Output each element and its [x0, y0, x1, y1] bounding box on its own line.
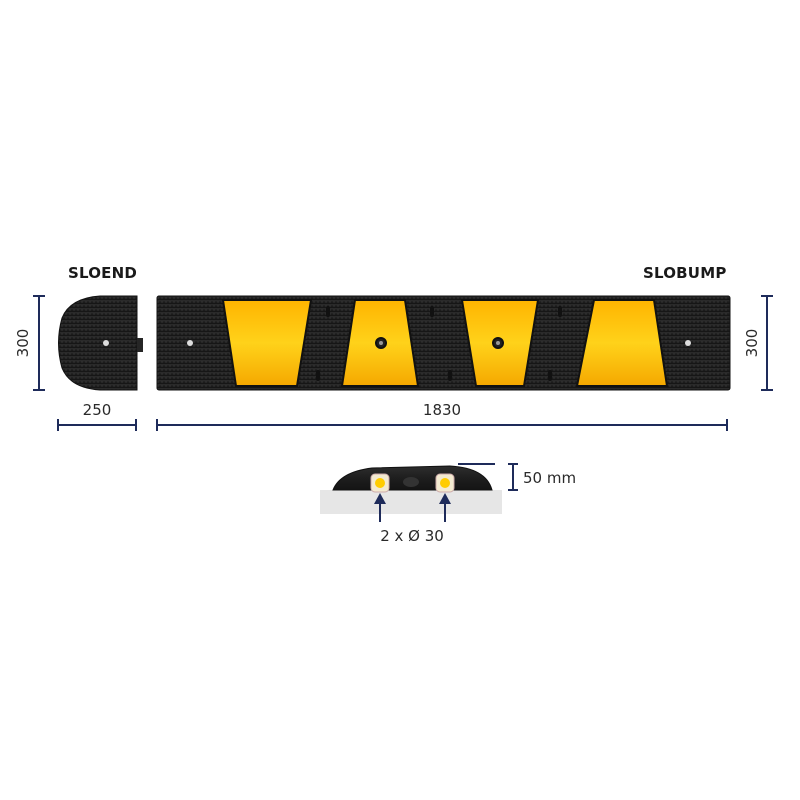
dim-profile-height: 50 mm: [523, 469, 576, 487]
channel-arrows: [374, 493, 451, 522]
slobump-title: SLOBUMP: [643, 264, 727, 282]
center-hole: [403, 477, 419, 487]
reflector-1: [221, 299, 313, 387]
sloend-connector: [137, 338, 143, 352]
profile-height-dimension: [458, 463, 518, 491]
dim-sloend-height: 300: [14, 329, 32, 358]
sloend-title: SLOEND: [68, 264, 138, 282]
reflector-4: [575, 299, 669, 387]
sloend-bolt-hole: [103, 340, 109, 346]
slobump-piece: [156, 295, 731, 391]
ground: [320, 490, 502, 514]
dim-sloend-width: 250: [83, 401, 112, 419]
dim-slobump-height: 300: [743, 329, 761, 358]
bolt-hole-end-right: [685, 340, 691, 346]
dimension-lines: [33, 295, 773, 431]
sloend-piece: [58, 295, 143, 391]
surface-slots: [316, 306, 562, 381]
bolt-hole-end-left: [187, 340, 193, 346]
dim-slobump-length: 1830: [423, 401, 461, 419]
dim-cable-channels: 2 x Ø 30: [380, 527, 444, 545]
cross-section: [320, 465, 502, 514]
